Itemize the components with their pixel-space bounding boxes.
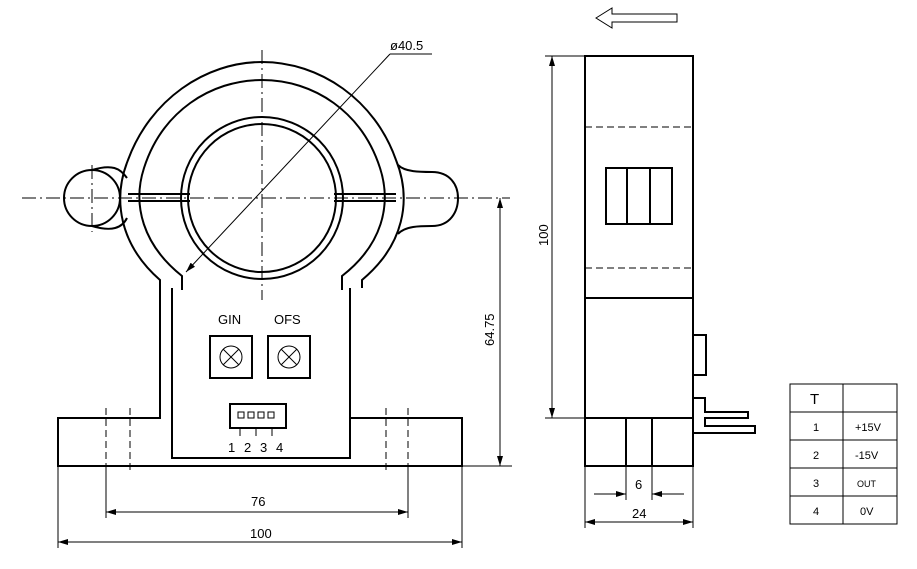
front-view: ø40.5 GIN OFS 1 2 3 4	[22, 38, 512, 548]
table-pin-1: 1	[813, 422, 819, 434]
pin-connector	[229, 403, 287, 436]
pin-number-1: 1	[228, 440, 235, 455]
diameter-label: ø40.5	[390, 38, 423, 53]
depth-dimension-label: 24	[632, 506, 646, 521]
table-signal-3: OUT	[857, 479, 877, 489]
offset-potentiometer[interactable]	[267, 335, 311, 379]
table-signal-4: 0V	[860, 506, 874, 518]
pin-number-2: 2	[244, 440, 251, 455]
gain-potentiometer[interactable]	[209, 335, 253, 379]
slot-dimension-label: 6	[635, 477, 642, 492]
table-header-terminal: T	[810, 391, 819, 408]
table-signal-1: +15V	[855, 422, 882, 434]
side-view: 100 6 24	[536, 7, 756, 528]
latch-clip	[605, 167, 673, 225]
table-signal-2: -15V	[855, 450, 879, 462]
side-body	[584, 55, 694, 467]
diameter-leader	[185, 53, 391, 273]
offset-label: OFS	[274, 312, 301, 327]
table-pin-4: 4	[813, 506, 819, 518]
right-mount-ear	[397, 164, 460, 235]
connector-pins	[693, 397, 756, 434]
pin-number-3: 3	[260, 440, 267, 455]
table-pin-2: 2	[813, 450, 819, 462]
pin-table: T 1 +15V 2 -15V 3 OUT 4 0V	[789, 383, 898, 525]
base-body	[57, 288, 463, 467]
side-height-dimension-label: 100	[536, 224, 551, 246]
height-dimension-label: 64.75	[482, 313, 497, 346]
side-connector-housing	[692, 334, 707, 376]
current-direction-arrow	[595, 7, 678, 29]
mount-spacing-label: 76	[251, 494, 265, 509]
gain-label: GIN	[218, 312, 241, 327]
pin-number-4: 4	[276, 440, 283, 455]
width-dimension-label: 100	[250, 526, 272, 541]
table-pin-3: 3	[813, 478, 819, 490]
